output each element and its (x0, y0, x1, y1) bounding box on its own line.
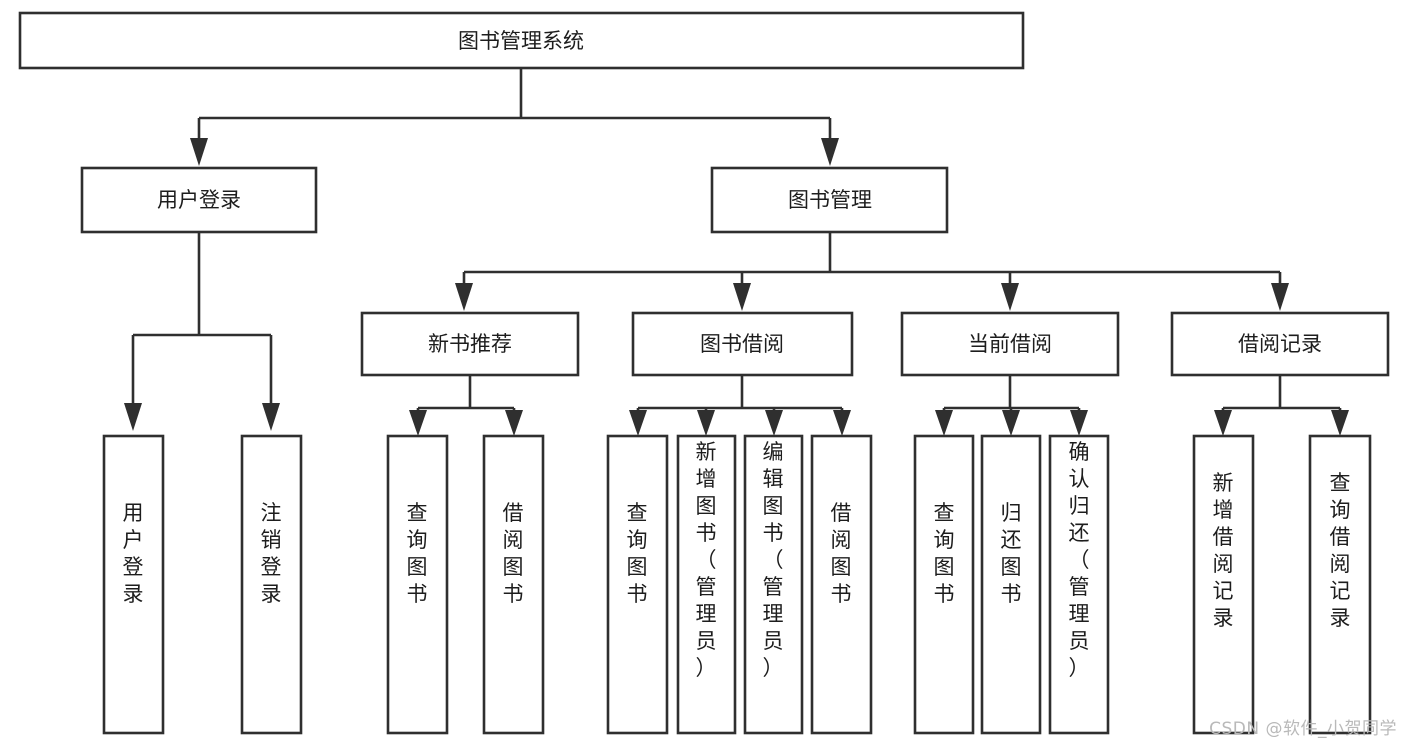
arrowhead-leaf-confirm-return (1070, 410, 1088, 436)
node-leaf-query-book-2-label: 查询图书 (627, 501, 648, 606)
node-leaf-query-book-3-box[interactable] (913, 434, 975, 735)
arrowhead-leaf-borrow-book-1 (505, 410, 523, 436)
node-root-label: 图书管理系统 (458, 29, 584, 53)
node-leaf-user-login-box[interactable] (102, 434, 165, 735)
node-leaf-logout-login[interactable]: 注销登录 (240, 434, 303, 735)
arrowhead-leaf-return-book (1002, 410, 1020, 436)
arrowhead-leaf-query-book-3 (935, 410, 953, 436)
node-user-login[interactable]: 用户登录 (80, 166, 318, 234)
arrowhead-leaf-query-record (1331, 410, 1349, 436)
arrowhead-new-book-recommend (455, 283, 473, 311)
node-leaf-edit-book-label: 编辑图书（管理员） (763, 440, 784, 680)
node-current-borrow[interactable]: 当前借阅 (900, 311, 1120, 377)
arrowhead-book-management (821, 138, 839, 166)
node-leaf-edit-book[interactable]: 编辑图书（管理员） (743, 434, 804, 735)
node-leaf-borrow-book-1-label: 借阅图书 (503, 501, 524, 606)
arrowhead-current-borrow (1001, 283, 1019, 311)
node-leaf-logout-login-box[interactable] (240, 434, 303, 735)
node-leaf-add-record[interactable]: 新增借阅记录 (1192, 434, 1255, 735)
node-user-login-label: 用户登录 (157, 188, 241, 212)
arrowhead-leaf-add-book (697, 410, 715, 436)
node-borrow-record[interactable]: 借阅记录 (1170, 311, 1390, 377)
node-leaf-confirm-return-label: 确认归还（管理员） (1069, 440, 1090, 680)
arrowhead-leaf-logout-login (262, 403, 280, 431)
node-leaf-query-book-3[interactable]: 查询图书 (913, 434, 975, 735)
node-leaf-confirm-return-box[interactable] (1048, 434, 1110, 735)
node-leaf-return-book-box[interactable] (980, 434, 1042, 735)
node-leaf-query-book-1[interactable]: 查询图书 (386, 434, 449, 735)
node-user-login-box[interactable] (80, 166, 318, 234)
arrowhead-leaf-borrow-book-2 (833, 410, 851, 436)
node-leaf-borrow-book-1-box[interactable] (482, 434, 545, 735)
node-leaf-return-book[interactable]: 归还图书 (980, 434, 1042, 735)
node-book-management[interactable]: 图书管理 (710, 166, 949, 234)
node-leaf-user-login[interactable]: 用户登录 (102, 434, 165, 735)
node-current-borrow-box[interactable] (900, 311, 1120, 377)
node-leaf-add-book-box[interactable] (676, 434, 737, 735)
node-book-borrow-box[interactable] (631, 311, 854, 377)
node-leaf-add-book[interactable]: 新增图书（管理员） (676, 434, 737, 735)
node-leaf-return-book-label: 归还图书 (1001, 501, 1022, 606)
node-leaf-edit-book-box[interactable] (743, 434, 804, 735)
arrowhead-borrow-record (1271, 283, 1289, 311)
arrowhead-leaf-add-record (1214, 410, 1232, 436)
node-leaf-query-book-3-label: 查询图书 (934, 501, 955, 606)
node-leaf-borrow-book-2-label: 借阅图书 (831, 501, 852, 606)
node-leaf-query-book-1-box[interactable] (386, 434, 449, 735)
arrowhead-user-login (190, 138, 208, 166)
node-current-borrow-label: 当前借阅 (968, 332, 1052, 356)
arrowhead-book-borrow (733, 283, 751, 311)
node-borrow-record-label: 借阅记录 (1238, 332, 1322, 356)
arrowhead-leaf-query-book-2 (629, 410, 647, 436)
node-new-book-recommend-label: 新书推荐 (428, 332, 512, 356)
node-leaf-query-record-label: 查询借阅记录 (1330, 471, 1351, 630)
node-root[interactable]: 图书管理系统 (18, 11, 1025, 70)
arrowhead-leaf-query-book-1 (409, 410, 427, 436)
node-book-management-box[interactable] (710, 166, 949, 234)
node-leaf-add-record-box[interactable] (1192, 434, 1255, 735)
node-leaf-confirm-return[interactable]: 确认归还（管理员） (1048, 434, 1110, 735)
node-leaf-query-record-box[interactable] (1308, 434, 1372, 735)
node-leaf-add-record-label: 新增借阅记录 (1213, 471, 1234, 630)
node-new-book-recommend[interactable]: 新书推荐 (360, 311, 580, 377)
node-leaf-user-login-label: 用户登录 (123, 501, 144, 606)
arrowhead-leaf-user-login (124, 403, 142, 431)
node-new-book-recommend-box[interactable] (360, 311, 580, 377)
node-borrow-record-box[interactable] (1170, 311, 1390, 377)
node-leaf-query-book-2-box[interactable] (606, 434, 669, 735)
node-leaf-query-record[interactable]: 查询借阅记录 (1308, 434, 1372, 735)
node-book-management-label: 图书管理 (788, 188, 872, 212)
node-leaf-borrow-book-2-box[interactable] (810, 434, 873, 735)
node-leaf-borrow-book-2[interactable]: 借阅图书 (810, 434, 873, 735)
node-book-borrow-label: 图书借阅 (700, 332, 784, 356)
node-leaf-logout-login-label: 注销登录 (261, 501, 282, 606)
node-leaf-add-book-label: 新增图书（管理员） (696, 440, 717, 680)
node-leaf-query-book-1-label: 查询图书 (407, 501, 428, 606)
arrowhead-leaf-edit-book (765, 410, 783, 436)
connectors-group (124, 68, 1349, 436)
node-leaf-borrow-book-1[interactable]: 借阅图书 (482, 434, 545, 735)
node-root-box[interactable] (18, 11, 1025, 70)
node-leaf-query-book-2[interactable]: 查询图书 (606, 434, 669, 735)
node-book-borrow[interactable]: 图书借阅 (631, 311, 854, 377)
